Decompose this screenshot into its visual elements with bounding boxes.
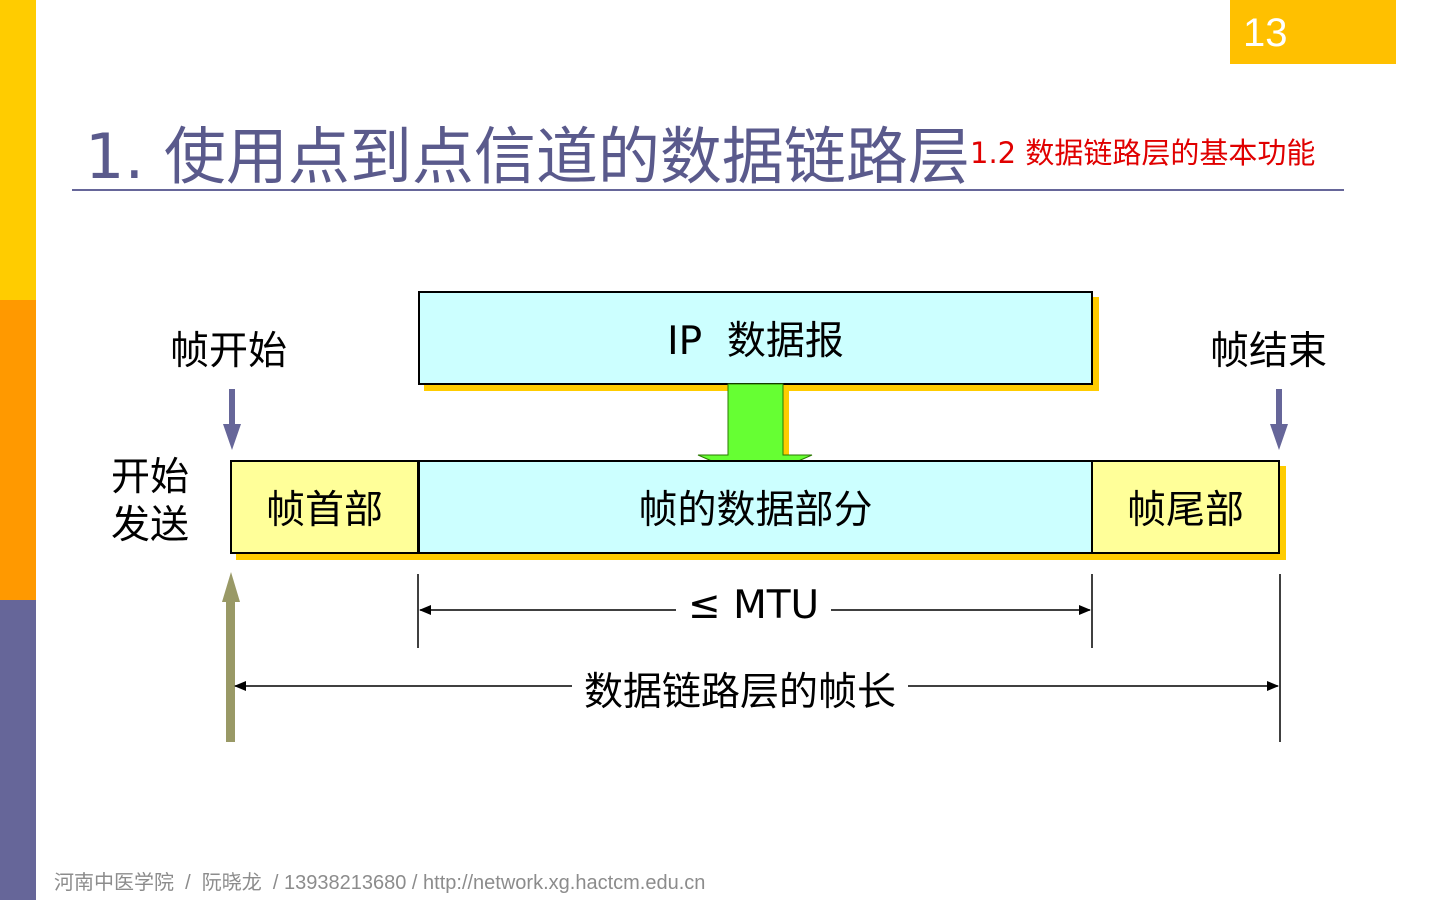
page-number: 13 [1230,0,1396,64]
ip-datagram-box: IP 数据报 [418,291,1093,385]
frame-data-label: 帧的数据部分 [638,488,873,533]
frame-length-label: 数据链路层的帧长 [572,661,909,717]
slide-title: 1. 使用点到点信道的数据链路层 [85,120,970,193]
frame-data-box: 帧的数据部分 [418,460,1093,554]
frame-end-label: 帧结束 [1210,329,1328,374]
start-send-label-line2: 发送 [111,503,190,548]
sidebar-accent-bottom [0,600,36,900]
frame-trailer-box: 帧尾部 [1091,460,1280,554]
frame-start-label: 帧开始 [170,329,288,374]
start-send-arrow [222,572,240,742]
frame-end-arrow [1270,389,1288,450]
start-send-label-line1: 开始 [111,455,190,500]
section-label: 1.2 数据链路层的基本功能 [970,136,1316,170]
sidebar-accent-top [0,0,36,300]
ip-datagram-label: IP 数据报 [667,319,844,364]
title-divider [72,189,1344,191]
frame-start-arrow [223,389,241,450]
sidebar-accent-middle [0,300,36,600]
footer-text: 河南中医学院 / 阮晓龙 / 13938213680 / http://netw… [54,872,706,894]
frame-header-box: 帧首部 [230,460,419,554]
mtu-label: ≤ MTU [676,583,832,628]
frame-trailer-label: 帧尾部 [1126,488,1244,533]
frame-header-label: 帧首部 [265,488,383,533]
